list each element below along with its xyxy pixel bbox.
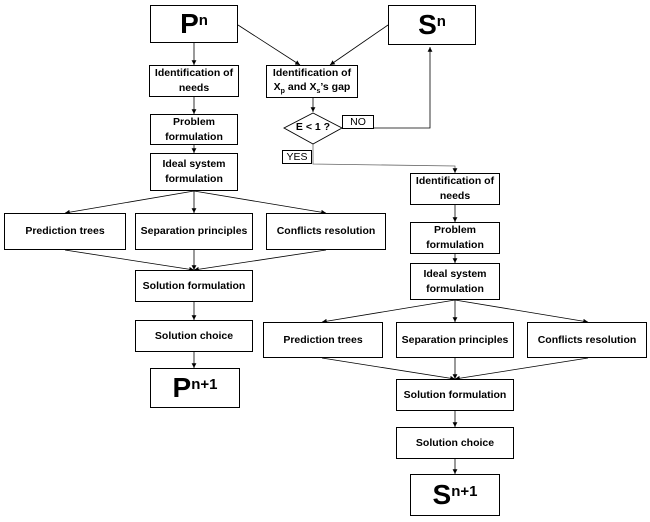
right-solution-choice-label: Solution choice [415,436,495,449]
right-prediction-box: Prediction trees [263,322,383,358]
right-conflicts-label: Conflicts resolution [537,333,637,346]
right-solution-formulation-box: Solution formulation [396,379,514,411]
left-prediction-box: Prediction trees [4,213,126,250]
gap-box: Identification of Xp and Xs’s gap [266,65,358,98]
right-prediction-label: Prediction trees [283,333,363,346]
gap-sub-s: s [316,87,321,95]
left-separation-box: Separation principles [135,213,253,250]
arrow-pn-to-gap [237,24,301,66]
gap-line2: Xp and Xs’s gap [274,81,351,96]
no-label: NO [342,115,374,129]
gap-x-p: X [273,80,281,93]
arrow-r-conflicts-to-solution [454,357,589,381]
right-ideal-box: Ideal system formulation [410,263,500,300]
arrow-ideal-to-conflicts [193,190,327,215]
right-solution-choice-box: Solution choice [396,427,514,459]
left-prediction-label: Prediction trees [25,225,105,238]
pn1-main: P [172,372,192,404]
arrow-sn-to-gap [329,24,389,66]
gap-and: and [287,80,307,93]
sn1-sup: n+1 [451,482,478,500]
gap-sub-p: p [280,87,285,95]
left-solution-choice-box: Solution choice [135,320,253,352]
left-ideal-box: Ideal system formulation [150,153,238,191]
pn-main: P [180,8,199,40]
sn-sup: n [436,12,446,30]
left-identification-box: Identification of needs [149,65,239,97]
sn1-main: S [432,479,452,511]
left-solution-choice-label: Solution choice [154,329,234,342]
sn-main: S [418,9,437,41]
pn1-sup: n+1 [191,375,218,393]
left-ideal-label: Ideal system formulation [162,158,226,185]
left-separation-label: Separation principles [140,225,248,238]
arrow-r-ideal-to-prediction [321,299,456,324]
arrow-r-ideal-to-conflicts [454,299,589,324]
left-solution-formulation-box: Solution formulation [135,270,253,302]
arrow-r-prediction-to-solution [321,357,456,381]
gap-x-s: X [309,80,317,93]
right-identification-label: Identification of needs [415,175,495,202]
right-solution-formulation-label: Solution formulation [403,388,507,401]
left-problem-box: Problem formulation [150,114,238,145]
arrow-yes-to-right [312,144,458,173]
pn-sup: n [198,11,208,29]
right-problem-label: Problem formulation [426,224,484,251]
right-problem-box: Problem formulation [410,222,500,254]
left-conflicts-box: Conflicts resolution [266,213,386,250]
left-identification-label: Identification of needs [154,67,234,94]
arrow-conflicts-to-solution [193,249,327,272]
gap-tail: ’s gap [320,80,351,93]
gap-line1: Identification of [272,67,352,80]
arrow-prediction-to-solution [64,249,195,272]
right-separation-box: Separation principles [396,322,514,358]
arrow-ideal-to-prediction [64,190,195,215]
decision-diamond [283,112,343,145]
left-conflicts-label: Conflicts resolution [276,225,376,238]
left-solution-formulation-label: Solution formulation [142,279,246,292]
right-conflicts-box: Conflicts resolution [527,322,647,358]
yes-label: YES [282,150,312,164]
right-identification-box: Identification of needs [410,173,500,205]
decision-condition: E < 1 ? [295,121,331,133]
right-ideal-label: Ideal system formulation [423,267,487,295]
arrow-no-to-sn [366,47,433,129]
right-separation-label: Separation principles [401,333,509,346]
left-problem-label: Problem formulation [165,115,223,143]
